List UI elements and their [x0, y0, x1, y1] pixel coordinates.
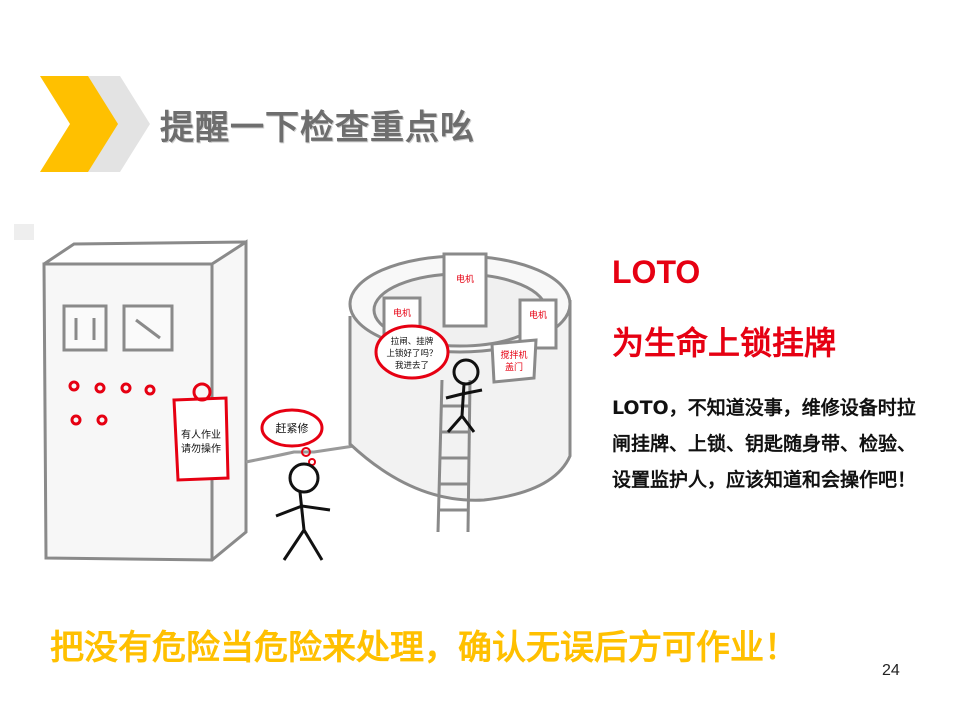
svg-text:有人作业: 有人作业: [181, 428, 221, 441]
loto-description: LOTO，不知道没事，维修设备时拉闸挂牌、上锁、钥匙随身带、检验、设置监护人，应…: [612, 397, 917, 491]
svg-text:上锁好了吗？: 上锁好了吗？: [386, 348, 437, 359]
svg-text:赶紧修: 赶紧修: [276, 421, 309, 435]
loto-heading: LOTO: [612, 254, 701, 290]
svg-text:请勿操作: 请勿操作: [181, 442, 221, 455]
page-title: 提醒一下检查重点吆: [160, 108, 475, 148]
svg-text:电机: 电机: [456, 273, 474, 285]
mixer-door: 搅拌机 盖门: [490, 338, 538, 384]
speech-bubble-left: 赶紧修: [260, 408, 324, 466]
svg-text:拉闸、挂牌: 拉闸、挂牌: [391, 336, 434, 347]
svg-text:我进去了: 我进去了: [395, 360, 429, 371]
ladder: [436, 379, 472, 533]
worker-right: [445, 358, 483, 433]
svg-text:电机: 电机: [529, 309, 547, 321]
motor-top: 电机: [442, 252, 488, 328]
page-number: 24: [882, 662, 900, 679]
warning-tag: 有人作业 请勿操作: [172, 382, 230, 482]
svg-text:盖门: 盖门: [505, 361, 523, 373]
svg-text:电机: 电机: [393, 307, 411, 319]
chevron-arrow-icon: [40, 76, 150, 172]
speech-bubble-right: 拉闸、挂牌 上锁好了吗？ 我进去了: [374, 324, 450, 380]
loto-subheading: 为生命上锁挂牌: [612, 324, 837, 362]
worker-left: [275, 462, 331, 561]
indicator-lights: [68, 380, 156, 426]
safety-slogan: 把没有危险当危险来处理，确认无误后方可作业！: [50, 628, 798, 668]
loto-illustration: 有人作业 请勿操作 赶紧修 电机 电机 电机 搅拌机 盖门: [14, 224, 572, 562]
svg-text:搅拌机: 搅拌机: [500, 349, 527, 361]
